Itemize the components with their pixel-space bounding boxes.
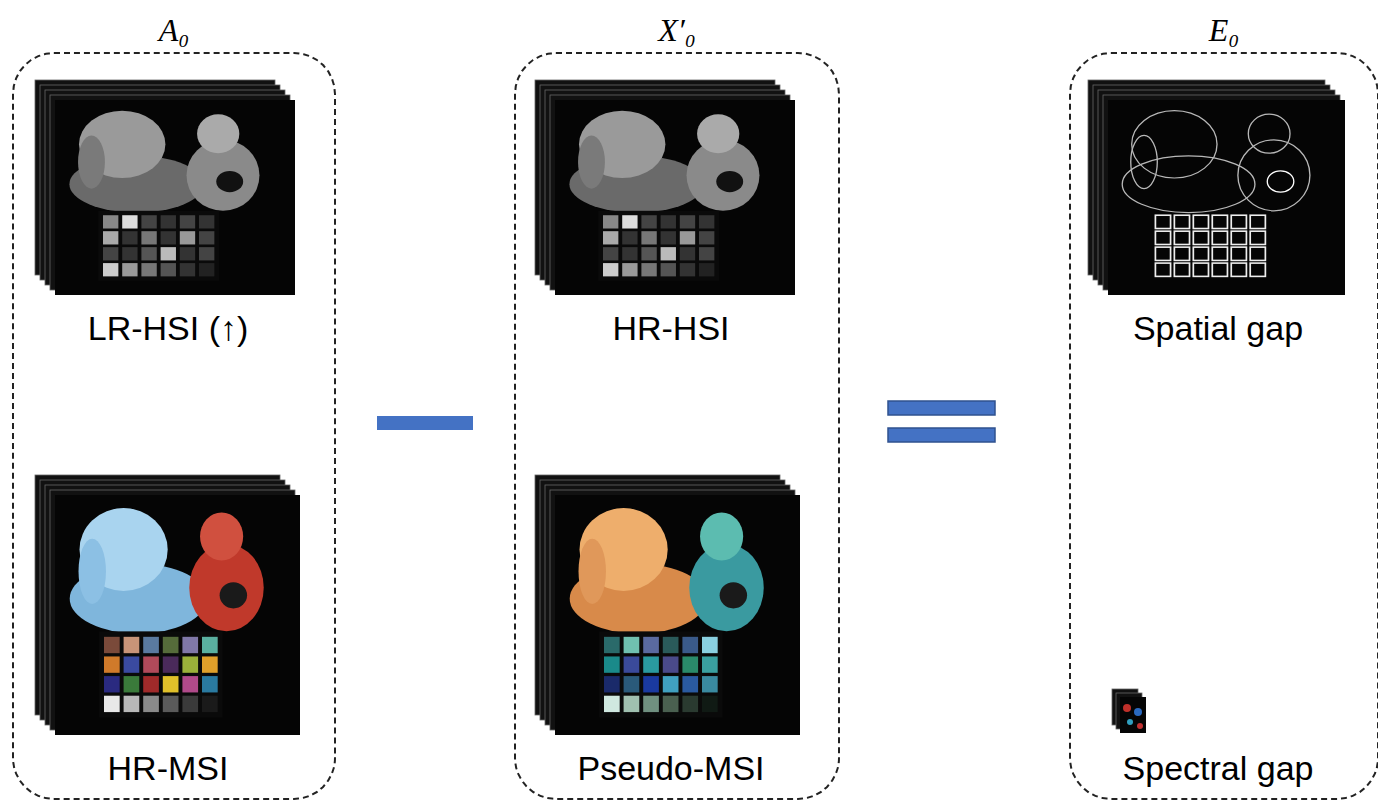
lr-hsi-image — [55, 100, 295, 295]
dashed-group: LR-HSI (↑)HR-MSIA₀ — [12, 52, 336, 800]
equals-sign-part — [888, 428, 995, 442]
image-stack-box: HR-MSI — [24, 480, 312, 792]
spectral-gap-image-part — [1137, 723, 1143, 729]
image-label: Pseudo-MSI — [577, 749, 764, 788]
spectral-gap-image-part — [1123, 704, 1131, 712]
image-stack-box: Spectral gap — [1079, 480, 1357, 792]
image-label: Spectral gap — [1123, 749, 1314, 788]
equals-sign-part — [888, 401, 995, 415]
image-label: Spatial gap — [1133, 309, 1303, 348]
image-stack-box: LR-HSI (↑) — [24, 88, 312, 352]
spatial-gap-image — [1108, 100, 1345, 295]
spectral-gap-image — [1120, 697, 1146, 733]
group-heading: X′₀ — [516, 13, 838, 48]
image-label: LR-HSI (↑) — [88, 309, 249, 348]
hr-msi-image — [55, 495, 300, 735]
group-heading: E₀ — [1071, 13, 1377, 48]
image-label: HR-MSI — [108, 749, 229, 788]
hr-hsi-image — [555, 100, 795, 295]
pseudo-msi-image — [555, 495, 800, 735]
spectral-gap-image-part — [1127, 719, 1133, 725]
minus-sign — [377, 416, 473, 430]
equals-sign — [888, 401, 995, 442]
image-label: HR-HSI — [612, 309, 729, 348]
spectral-gap-image-part — [1134, 708, 1142, 716]
dashed-group: Spatial gapSpectral gapE₀ — [1069, 52, 1378, 800]
image-stack-box: Spatial gap — [1079, 88, 1357, 352]
group-heading: A₀ — [14, 13, 334, 48]
image-stack-box: HR-HSI — [524, 88, 818, 352]
dashed-group: HR-HSIPseudo-MSIX′₀ — [514, 52, 840, 800]
image-stack-box: Pseudo-MSI — [524, 480, 818, 792]
spectral-gap-image-part — [1120, 697, 1146, 733]
